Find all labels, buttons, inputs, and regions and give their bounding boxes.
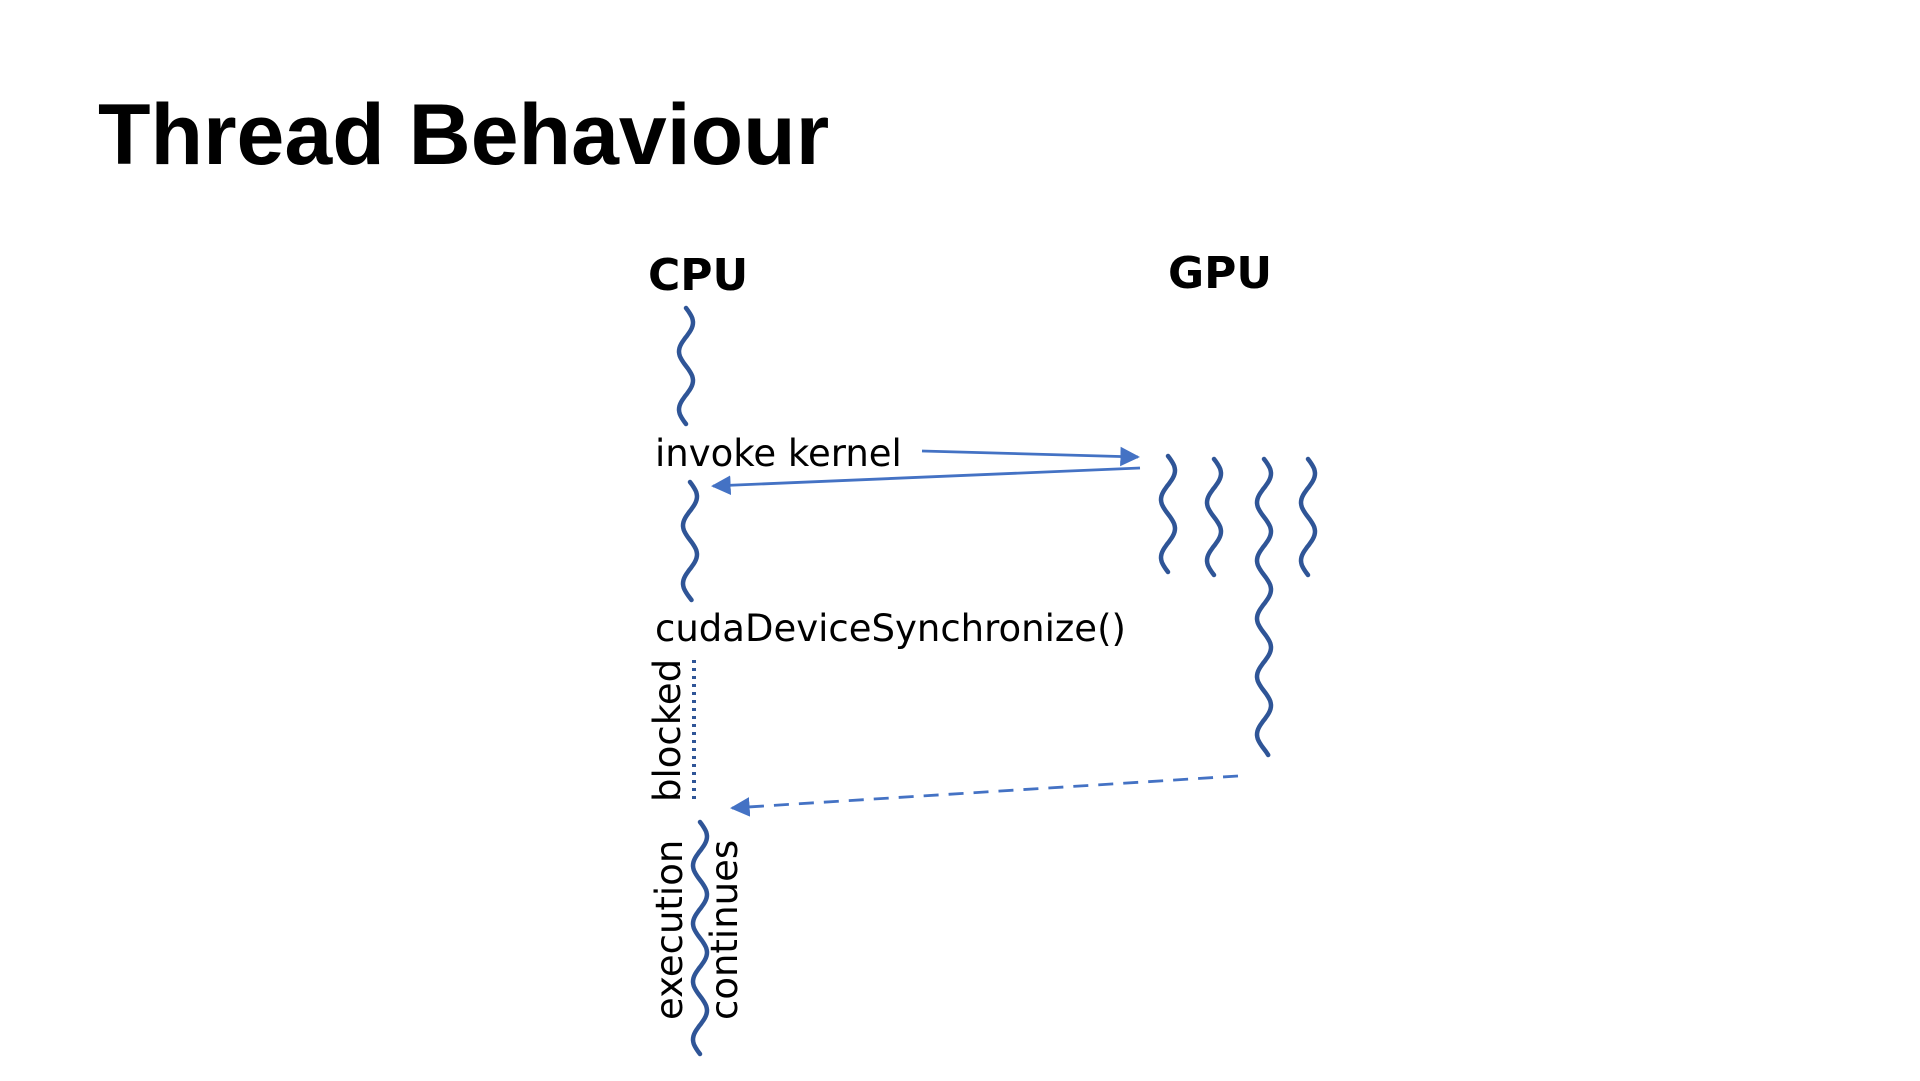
- cpu-thread-start: [676, 305, 696, 427]
- continues-label: continues: [703, 840, 746, 1020]
- cpu-thread-resumed: [690, 819, 710, 1057]
- blocked-label: blocked: [646, 659, 689, 802]
- gpu-thread-3: [1254, 456, 1274, 758]
- gpu-thread-4: [1298, 456, 1318, 578]
- gpu-label: GPU: [1168, 248, 1272, 299]
- launch-arrow: [921, 446, 1140, 467]
- gpu-thread-2: [1204, 456, 1224, 578]
- sync-complete-arrow: [730, 774, 1239, 817]
- gpu-thread-1: [1158, 453, 1178, 575]
- slide-title: Thread Behaviour: [98, 87, 830, 183]
- return-arrow: [711, 466, 1141, 496]
- sync-call-label: cudaDeviceSynchronize(): [655, 607, 1126, 650]
- execution-label: execution: [648, 840, 691, 1020]
- cpu-thread-after-launch: [680, 479, 700, 603]
- cpu-label: CPU: [648, 250, 748, 301]
- invoke-kernel-label: invoke kernel: [655, 432, 902, 475]
